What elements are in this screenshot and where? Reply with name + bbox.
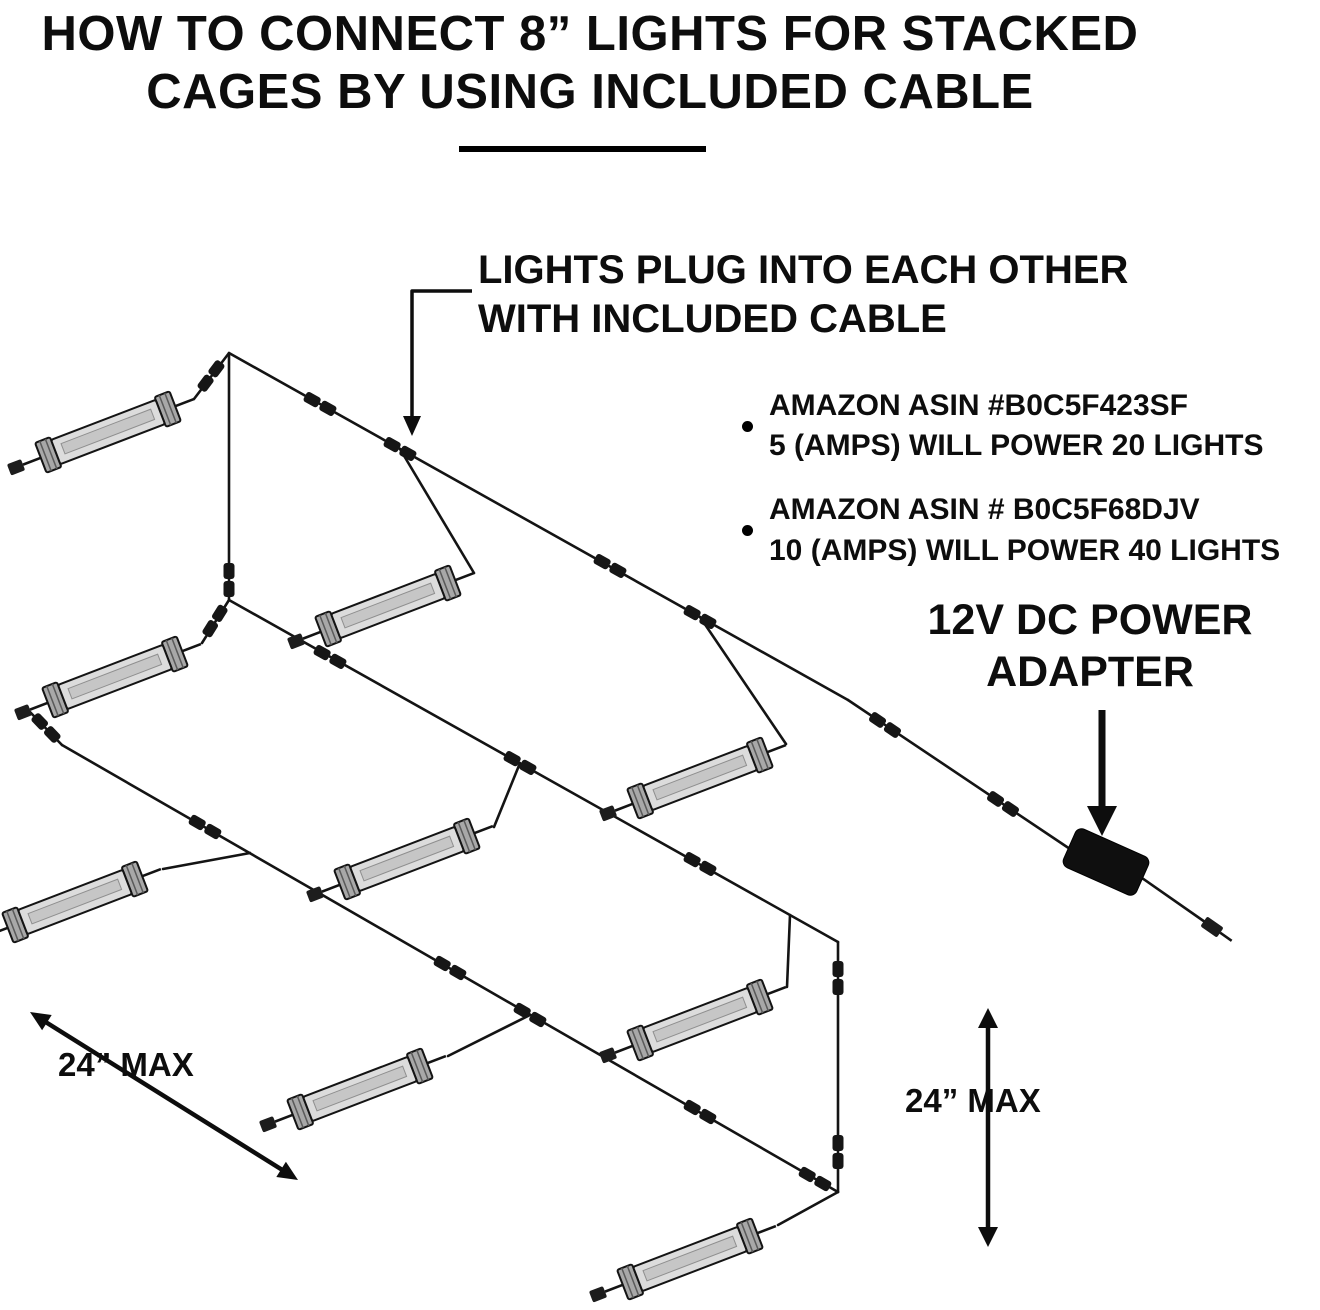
measure-right-label: 24” MAX (905, 1082, 1041, 1119)
cable-adapter-run (846, 698, 1072, 851)
measure-right-arrowhead-top-icon (978, 1008, 998, 1028)
led-light-bar-icon (0, 852, 168, 957)
cable-drop-light9 (776, 1190, 840, 1227)
cable-plug-tip (1219, 931, 1233, 942)
measure-left-arrowhead-bottom-icon (276, 1161, 298, 1180)
measure-left-arrowhead-top-icon (30, 1012, 52, 1031)
callout-arrow (410, 289, 472, 420)
asin-notes: AMAZON ASIN #B0C5F423SF 5 (AMPS) WILL PO… (742, 386, 1280, 571)
cable-bottom-shelf (60, 743, 840, 1194)
cable-drop-light8 (446, 1013, 532, 1058)
led-light-bar-icon (594, 970, 793, 1075)
cable-drop-light6 (785, 913, 792, 989)
adapter-label: 12V DC POWER ADAPTER (927, 596, 1253, 696)
measure-right-arrowhead-bottom-icon (978, 1227, 998, 1247)
led-light-bar-icon (2, 382, 201, 487)
callout-lights-plug: LIGHTS PLUG INTO EACH OTHER WITH INCLUDE… (478, 248, 1129, 341)
cable-adapter-tail (1140, 876, 1207, 924)
led-light-bar-icon (301, 809, 500, 914)
power-adapter (1062, 828, 1233, 942)
asin-note-1: AMAZON ASIN #B0C5F423SF 5 (AMPS) WILL PO… (769, 389, 1264, 463)
led-light-bar-icon (282, 556, 481, 661)
callout-arrowhead-icon (403, 416, 421, 436)
cable-drop-light5 (492, 761, 522, 829)
asin-note-item: AMAZON ASIN #B0C5F423SF 5 (AMPS) WILL PO… (742, 386, 1280, 466)
cable-drop-light2 (398, 447, 476, 575)
led-light-bar-icon (254, 1039, 453, 1144)
asin-note-2: AMAZON ASIN # B0C5F68DJV 10 (AMPS) WILL … (769, 493, 1281, 567)
cable-plug-icon (1201, 917, 1223, 937)
annotation-arrows (30, 289, 1117, 1247)
cable-drop-light7 (161, 851, 252, 871)
title-underline (459, 146, 706, 152)
measure-left-label: 24” MAX (58, 1046, 194, 1083)
adapter-arrowhead-icon (1087, 806, 1117, 836)
page-title: HOW TO CONNECT 8” LIGHTS FOR STACKED CAG… (41, 7, 1139, 119)
asin-note-item: AMAZON ASIN # B0C5F68DJV 10 (AMPS) WILL … (742, 490, 1280, 570)
led-light-bar-icon (594, 728, 793, 833)
measure-left-arrow (42, 1019, 286, 1173)
power-adapter-brick-icon (1062, 828, 1150, 896)
bullet-dot-icon (742, 420, 753, 432)
bullet-dot-icon (742, 525, 753, 537)
led-light-bar-icon (584, 1209, 783, 1310)
cable-drop-light3 (698, 615, 788, 746)
light-fixtures (0, 382, 793, 1310)
